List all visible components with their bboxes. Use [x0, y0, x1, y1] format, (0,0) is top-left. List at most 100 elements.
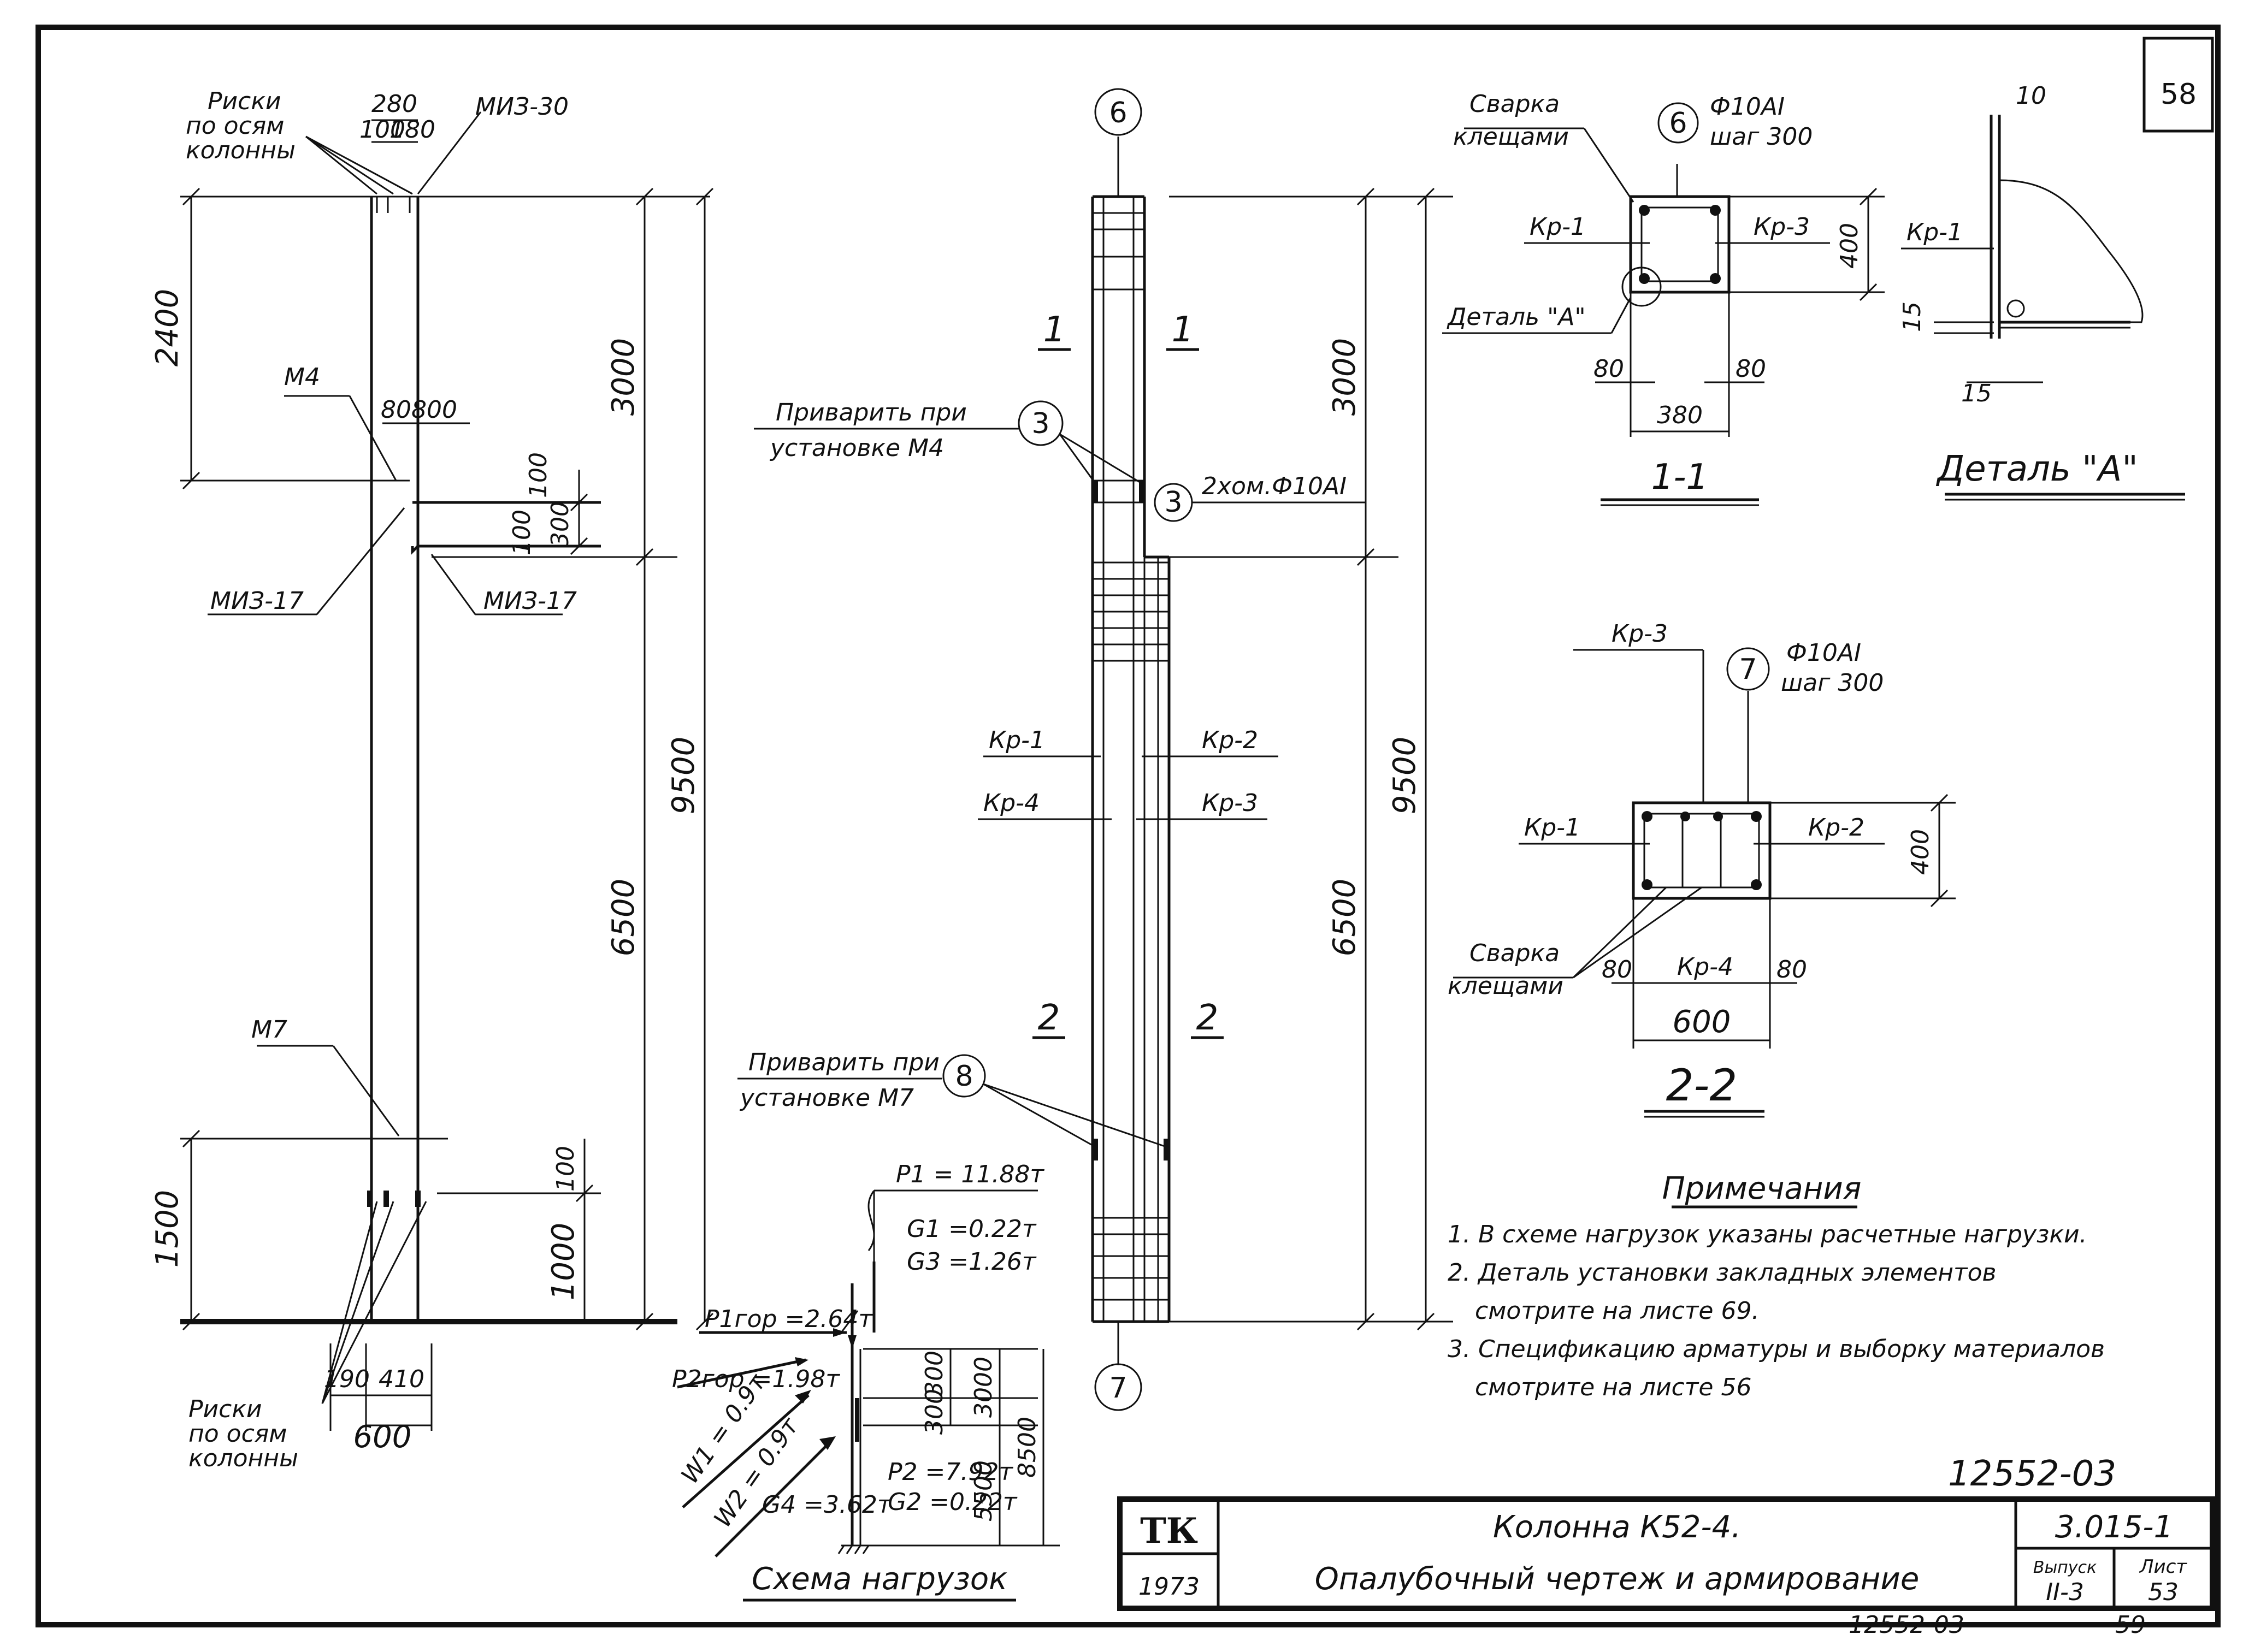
footer-doc: 12552-03: [1849, 1611, 1964, 1639]
kr4-label: Кр-4: [983, 789, 1040, 817]
sec1-dim-80a: 80: [1593, 355, 1624, 383]
label-miz30: МИЗ-30: [475, 93, 569, 121]
load-p2-hor: P2гор =1.98т: [672, 1365, 840, 1393]
weld-1: Сварка: [1469, 90, 1560, 118]
load-dim-3000: 3000: [970, 1357, 997, 1418]
dim-280: 280: [371, 90, 417, 118]
sec2-dim-400: 400: [1906, 829, 1934, 875]
detail-dim-bot: 15: [1961, 380, 1992, 407]
dim-100-console: 100: [524, 452, 552, 498]
label-m4: М4: [284, 363, 320, 391]
load-dim-5500: 5500: [970, 1460, 997, 1521]
load-dim-300b: 300: [920, 1389, 948, 1435]
dim-180: 180: [389, 116, 435, 144]
section-1-right: 1: [1172, 310, 1194, 350]
title-line-2: Опалубочный чертеж и армирование: [1315, 1561, 1920, 1597]
title-block: 12552-03 ТК 1973 Колонна К52-4. Опалубоч…: [1117, 1454, 2215, 1639]
dim-100: 100: [359, 116, 405, 144]
note-line-3: смотрите на листе 69.: [1475, 1297, 1759, 1325]
weld-m4-1: Приварить при: [776, 399, 967, 427]
sec2-bar-1: Ф10АI: [1786, 639, 1861, 667]
issue-label: Выпуск: [2033, 1558, 2097, 1577]
mark-8: 8: [955, 1060, 973, 1093]
weld-m7-2: установке М7: [739, 1084, 914, 1112]
issue-value: II-3: [2046, 1578, 2084, 1606]
load-g2: G2 =0.22т: [888, 1488, 1018, 1516]
label-miz17-left: МИЗ-17: [210, 587, 304, 615]
bar-label-1: Ф10АI: [1710, 93, 1785, 121]
sheet-frame: 58: [36, 25, 2221, 1627]
dim-800: 800: [411, 396, 457, 424]
dim-100-bottom: 100: [552, 1146, 580, 1192]
dim-9500-r: 9500: [1387, 737, 1422, 815]
clamps-label: 2хом.Ф10АI: [1202, 472, 1347, 500]
weld-m4-2: установке М4: [769, 434, 944, 462]
risks-label-top-2: по осям: [186, 112, 284, 140]
dim-1000: 1000: [546, 1223, 581, 1301]
page-number: 58: [2161, 78, 2197, 111]
sec2-kr1: Кр-1: [1524, 814, 1580, 842]
section-2-2: Кр-3 7 Ф10АI шаг 300 Кр-1 Кр-2 400 Сварк…: [1448, 620, 1956, 1118]
section-2-2-title: 2-2: [1666, 1060, 1738, 1111]
dim-410: 410: [379, 1365, 424, 1393]
notes-heading: Примечания: [1662, 1171, 1862, 1206]
detail-a: Кр-1 10 15 15 Деталь "А": [1898, 82, 2185, 501]
detail-a-title: Деталь "А": [1935, 449, 2138, 489]
load-p2: P2 =7.92т: [888, 1458, 1013, 1486]
sec1-kr1: Кр-1: [1530, 213, 1586, 241]
sheet-label: Лист: [2139, 1556, 2187, 1578]
notes: Примечания 1. В схеме нагрузок указаны р…: [1448, 1171, 2105, 1401]
sec1-dim-400: 400: [1835, 223, 1863, 269]
dim-6500: 6500: [606, 879, 641, 957]
sec1-dim-380: 380: [1657, 401, 1703, 429]
sec2-kr2: Кр-2: [1808, 814, 1864, 842]
load-g4: G4 =3.62т: [762, 1491, 892, 1519]
section-1-left: 1: [1043, 310, 1066, 350]
axis-7: 7: [1109, 1372, 1127, 1405]
axis-6: 6: [1109, 97, 1127, 129]
doc-number: 12552-03: [1948, 1454, 2116, 1494]
axis-6-sec: 6: [1669, 107, 1687, 140]
dim-6500-r: 6500: [1327, 879, 1362, 957]
section-2-right: 2: [1196, 998, 1219, 1038]
sec2-bar-2: шаг 300: [1781, 669, 1884, 697]
sec2-dim-80a: 80: [1602, 956, 1632, 984]
dim-80: 80: [381, 396, 411, 424]
sheet-value: 53: [2148, 1578, 2179, 1606]
detail-a-ref: Деталь "А": [1447, 303, 1586, 331]
column-reinforcement: 6 7 1 1 2 2 3000 6500 9500 3 Приварить п…: [737, 88, 1453, 1411]
mark-3: 3: [1031, 407, 1049, 440]
kr3-label: Кр-3: [1202, 789, 1258, 817]
note-line-5: смотрите на листе 56: [1475, 1373, 1751, 1401]
risks-label-top-1: Риски: [208, 87, 281, 115]
load-dim-8500: 8500: [1013, 1417, 1041, 1478]
dim-300-console: 300: [546, 501, 574, 547]
detail-dim-top: 10: [2016, 82, 2046, 110]
detail-kr1: Кр-1: [1906, 218, 1963, 246]
footer-page: 59: [2115, 1611, 2146, 1639]
dim-100-console-b: 100: [508, 510, 536, 555]
sec1-dim-80b: 80: [1736, 355, 1766, 383]
load-g1: G1 =0.22т: [907, 1215, 1037, 1243]
label-m7: М7: [251, 1016, 287, 1044]
kr1-label: Кр-1: [989, 726, 1045, 754]
weld-2: клещами: [1453, 123, 1569, 151]
sec2-kr4: Кр-4: [1677, 953, 1733, 981]
note-line-2: 2. Деталь установки закладных элементов: [1448, 1259, 1996, 1287]
load-scheme-title: Схема нагрузок: [752, 1561, 1007, 1597]
dim-2400: 2400: [150, 289, 185, 367]
axis-7-sec: 7: [1739, 653, 1757, 686]
sec2-dim-80b: 80: [1776, 956, 1807, 984]
note-line-4: 3. Спецификацию арматуры и выборку матер…: [1448, 1335, 2105, 1363]
risks-label-bottom-2: по осям: [188, 1420, 287, 1448]
risks-label-bottom-3: колонны: [188, 1444, 298, 1472]
risks-label-bottom-1: Риски: [188, 1395, 262, 1423]
sec2-dim-600: 600: [1673, 1004, 1731, 1040]
tk-logo: ТК: [1140, 1511, 1198, 1552]
load-g3: G3 =1.26т: [907, 1248, 1037, 1276]
sec2-kr3: Кр-3: [1612, 620, 1668, 648]
year: 1973: [1138, 1573, 1200, 1601]
risks-label-top-3: колонны: [186, 137, 296, 164]
sec1-kr3: Кр-3: [1754, 213, 1810, 241]
